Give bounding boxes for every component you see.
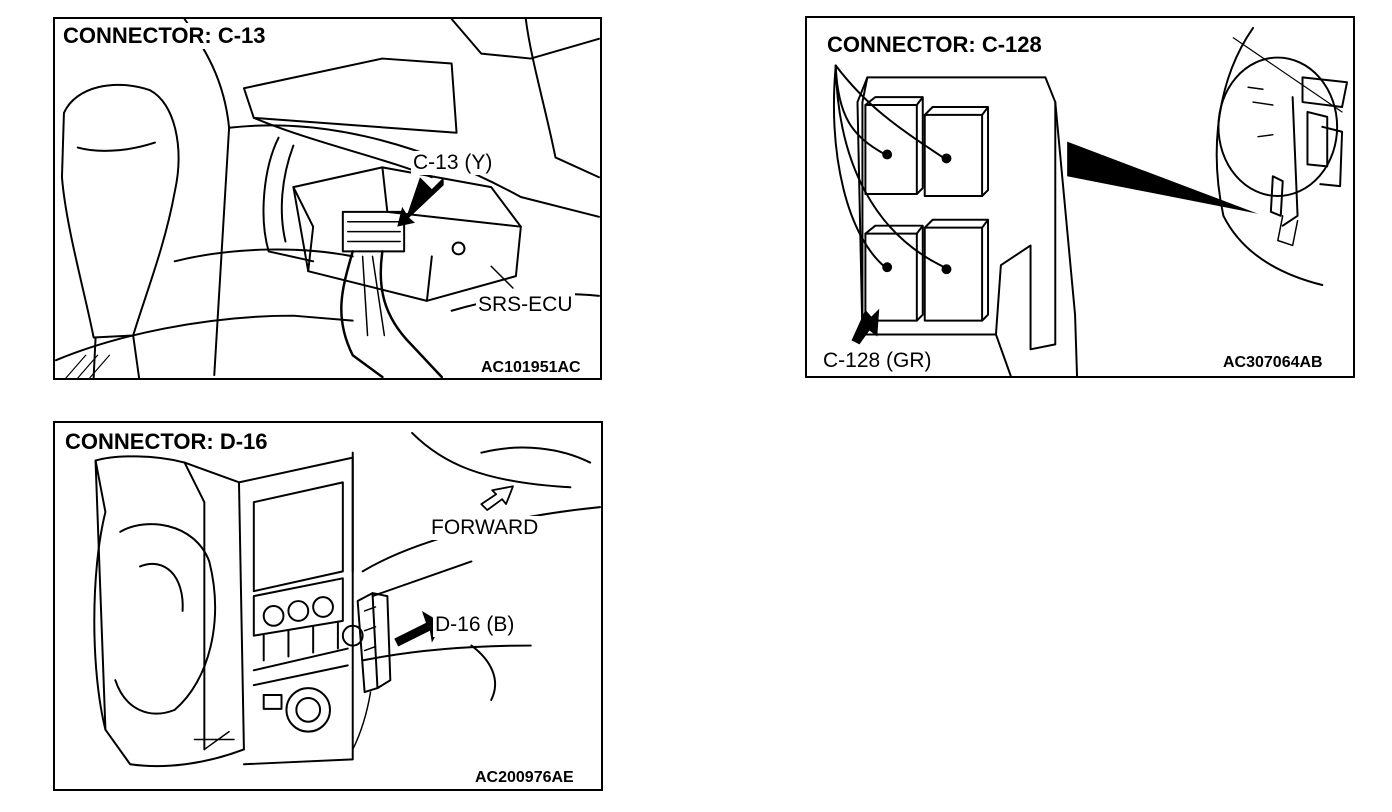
connector-c128-panel: CONNECTOR: C-128 C-128 (GR) AC307064AB — [805, 16, 1355, 378]
d16-figure-id: AC200976AE — [473, 769, 576, 787]
c128-panel-title: CONNECTOR: C-128 — [823, 32, 1046, 58]
d16-panel-title: CONNECTOR: D-16 — [61, 429, 272, 455]
c13-panel-title: CONNECTOR: C-13 — [59, 23, 270, 49]
connector-d16-panel: CONNECTOR: D-16 FORWARD D-16 (B) AC20097… — [53, 421, 603, 791]
connector-c13-panel: CONNECTOR: C-13 C-13 (Y) SRS-ECU AC10195… — [53, 17, 602, 380]
d16-illustration — [93, 431, 601, 768]
c128-illustration — [833, 26, 1349, 376]
d16-connector-label: D-16 (B) — [433, 613, 517, 637]
forward-label: FORWARD — [429, 516, 541, 540]
srs-ecu-label: SRS-ECU — [476, 293, 575, 317]
c13-connector-label: C-13 (Y) — [411, 151, 495, 175]
c128-connector-label: C-128 (GR) — [821, 349, 934, 373]
c13-illustration — [55, 19, 600, 378]
c13-figure-id: AC101951AC — [479, 359, 583, 377]
c128-figure-id: AC307064AB — [1221, 354, 1325, 372]
